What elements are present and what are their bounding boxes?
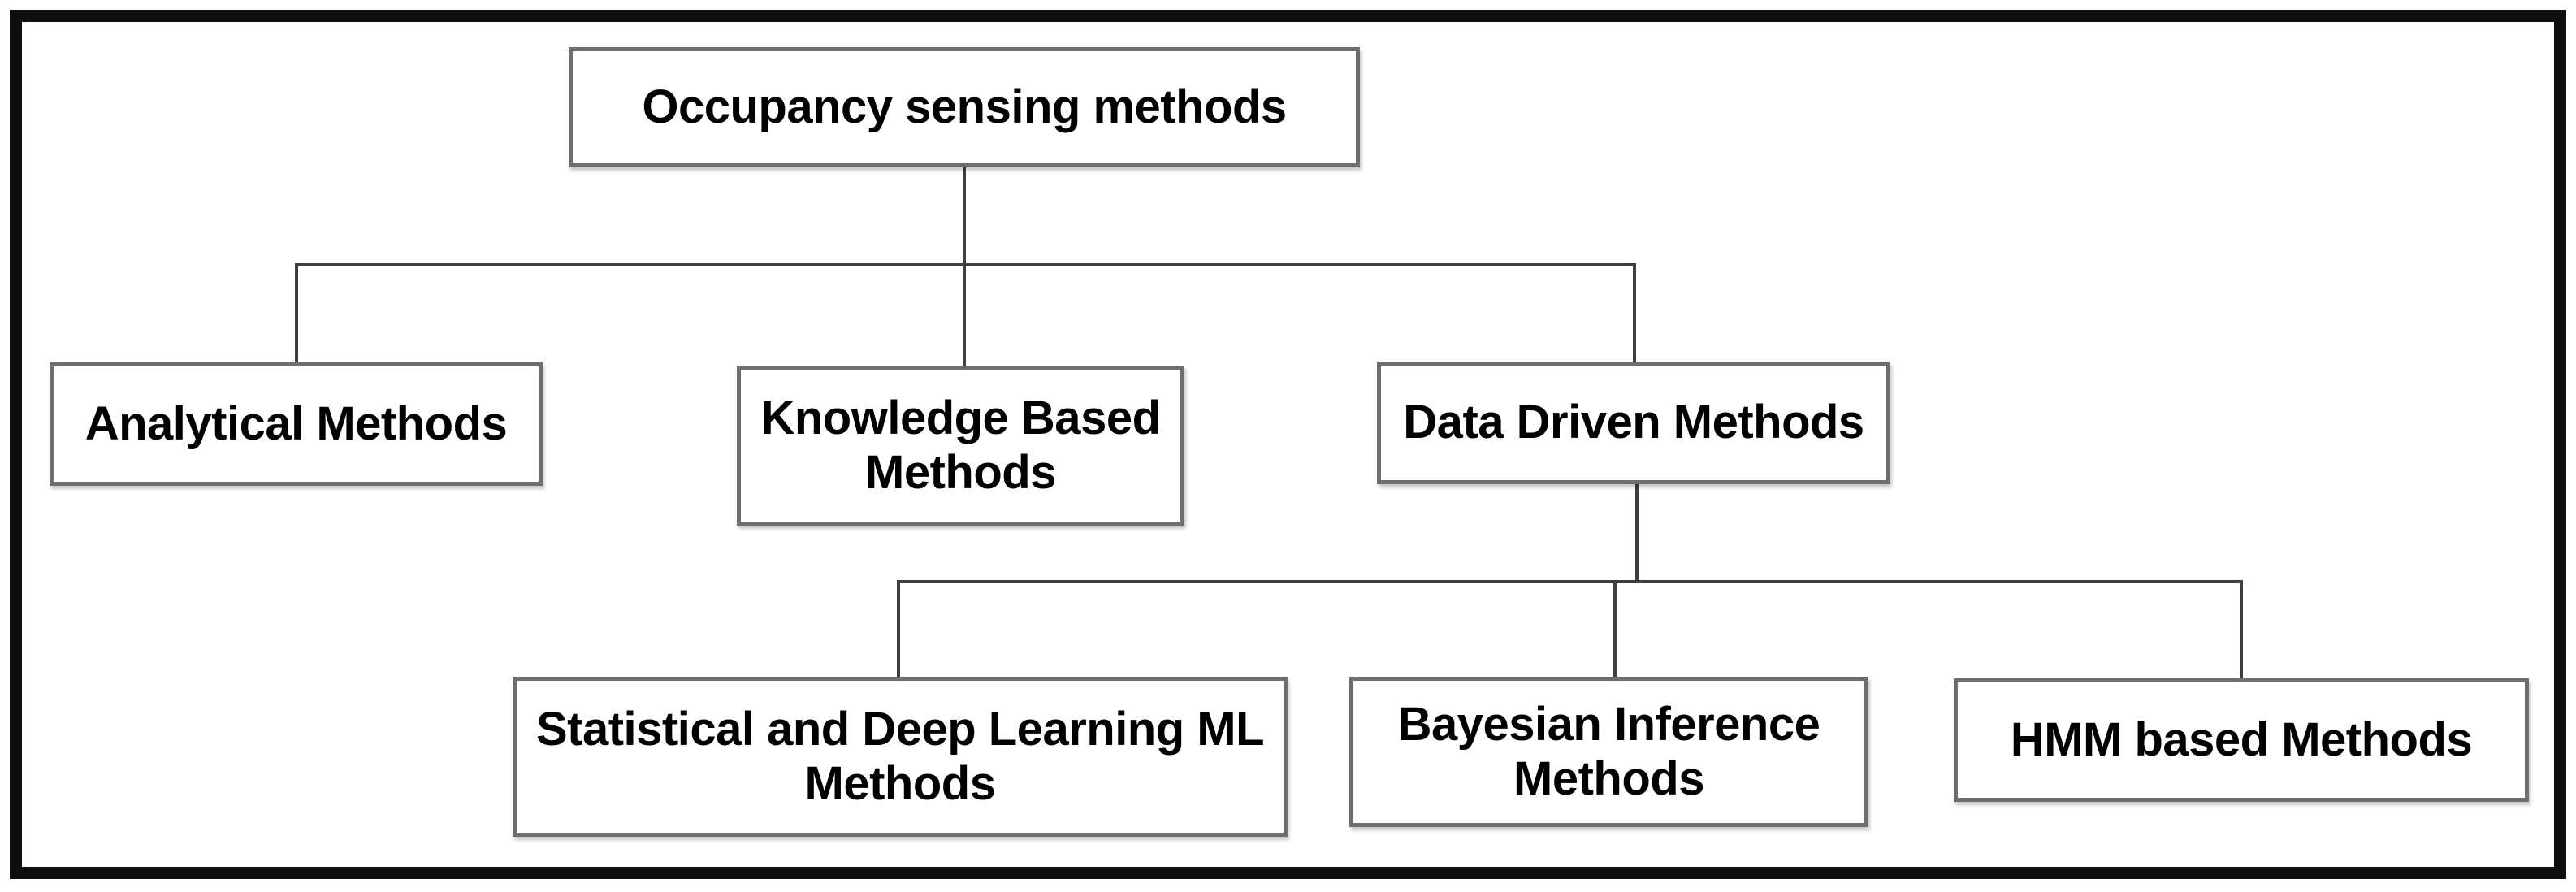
connector-data-driven-stem: [1635, 483, 1639, 582]
diagram-outer-frame: [10, 10, 2566, 879]
connector-drop-knowledge-based: [963, 263, 966, 367]
node-bayesian-inference-methods: Bayesian Inference Methods: [1349, 677, 1868, 827]
node-label: Data Driven Methods: [1403, 396, 1864, 449]
connector-root-stem: [963, 167, 966, 266]
connector-drop-hmm-based: [2240, 580, 2243, 680]
node-occupancy-sensing-methods: Occupancy sensing methods: [569, 47, 1360, 167]
connector-drop-analytical: [295, 263, 298, 364]
node-label: HMM based Methods: [2010, 712, 2473, 766]
node-label: Analytical Methods: [84, 396, 508, 450]
node-analytical-methods: Analytical Methods: [50, 362, 543, 486]
connector-drop-statistical-ml: [897, 580, 900, 678]
node-hmm-based-methods: HMM based Methods: [1954, 678, 2529, 802]
node-label: Occupancy sensing methods: [642, 80, 1287, 133]
connector-drop-data-driven: [1633, 263, 1636, 363]
node-label: Knowledge Based Methods: [760, 392, 1161, 499]
node-knowledge-based-methods: Knowledge Based Methods: [737, 366, 1184, 526]
node-statistical-deep-learning-ml-methods: Statistical and Deep Learning ML Methods: [513, 677, 1288, 837]
connector-level2-horizontal: [897, 580, 2243, 583]
connector-drop-bayesian-inference: [1613, 580, 1617, 678]
node-data-driven-methods: Data Driven Methods: [1377, 362, 1890, 484]
node-label: Statistical and Deep Learning ML Methods: [535, 703, 1265, 810]
node-label: Bayesian Inference Methods: [1397, 698, 1821, 805]
